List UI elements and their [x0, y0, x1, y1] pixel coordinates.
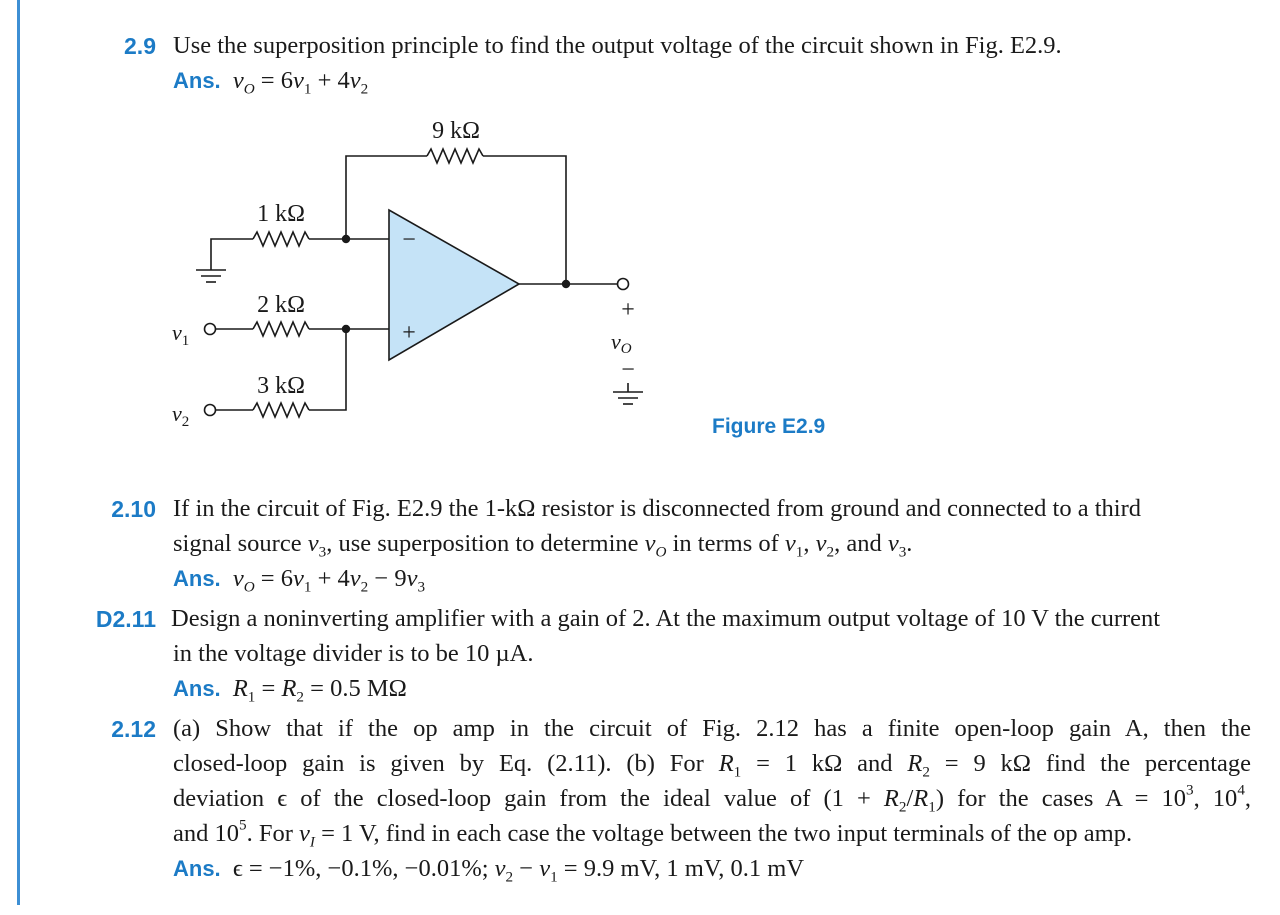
label-2k: 2 kΩ	[257, 292, 305, 318]
answer-label: Ans.	[173, 68, 221, 93]
left-margin-rule	[17, 0, 20, 905]
problem-text: Use the superposition principle to find …	[173, 32, 1062, 59]
junction-dot	[341, 234, 351, 244]
figure-caption: Figure E2.9	[712, 415, 826, 438]
problem-text: Design a noninverting amplifier with a g…	[171, 605, 1161, 632]
problem-text: If in the circuit of Fig. E2.9 the 1-kΩ …	[173, 495, 1142, 522]
output-plus: +	[621, 297, 635, 323]
problem-number: 2.10	[111, 496, 156, 522]
answer-label: Ans.	[173, 676, 221, 701]
answer-label: Ans.	[173, 566, 221, 591]
answer-line: Ans. vO = 6v1 + 4v2	[173, 67, 369, 98]
source-v2-label: v2	[172, 401, 189, 430]
circuit-diagram: 9 kΩ 1 kΩ 2 kΩ 3 kΩ − + v1 v2 + vO −	[172, 118, 643, 430]
feedback-wire-right	[483, 155, 567, 284]
feedback-wire-left	[345, 155, 427, 239]
source-v1-label: v1	[172, 320, 189, 349]
problem-number: D2.11	[95, 606, 156, 632]
problem-text: signal source v3, use superposition to d…	[173, 530, 913, 561]
op-amp-triangle	[388, 208, 521, 362]
answer-line: Ans. vO = 6v1 + 4v2 − 9v3	[173, 565, 426, 596]
junction-dot	[561, 279, 571, 289]
resistor-3k	[252, 400, 310, 420]
problem-text: and 105. For vI = 1 V, find in each case…	[173, 816, 1133, 851]
answer-label: Ans.	[173, 856, 221, 881]
answer-line: Ans. R1 = R2 = 0.5 MΩ	[173, 675, 407, 706]
inverting-sign: −	[402, 227, 416, 253]
problem-number: 2.12	[111, 716, 156, 742]
resistor-1k	[252, 229, 310, 249]
label-1k: 1 kΩ	[257, 201, 305, 227]
label-3k: 3 kΩ	[257, 373, 305, 399]
ground-wire	[210, 238, 253, 270]
noninverting-sign: +	[402, 320, 416, 346]
junction-dot	[341, 324, 351, 334]
resistor-9k	[426, 146, 484, 166]
label-9k: 9 kΩ	[432, 118, 480, 144]
answer-line: Ans. ϵ = −1%, −0.1%, −0.01%; v2 − v1 = 9…	[173, 855, 805, 886]
problem-text: in the voltage divider is to be 10 µA.	[173, 640, 534, 667]
problem-text: deviation ϵ of the closed-loop gain from…	[173, 781, 1252, 816]
problem-text: closed-loop gain is given by Eq. (2.11).…	[173, 750, 1251, 781]
terminal-output	[616, 277, 630, 291]
terminal-v1	[203, 322, 217, 336]
problem-number: 2.9	[124, 33, 156, 59]
resistor-2k	[252, 319, 310, 339]
problem-text: (a) Show that if the op amp in the circu…	[173, 715, 1251, 742]
output-minus: −	[621, 357, 635, 383]
terminal-v2	[203, 403, 217, 417]
output-label: vO	[611, 329, 632, 357]
